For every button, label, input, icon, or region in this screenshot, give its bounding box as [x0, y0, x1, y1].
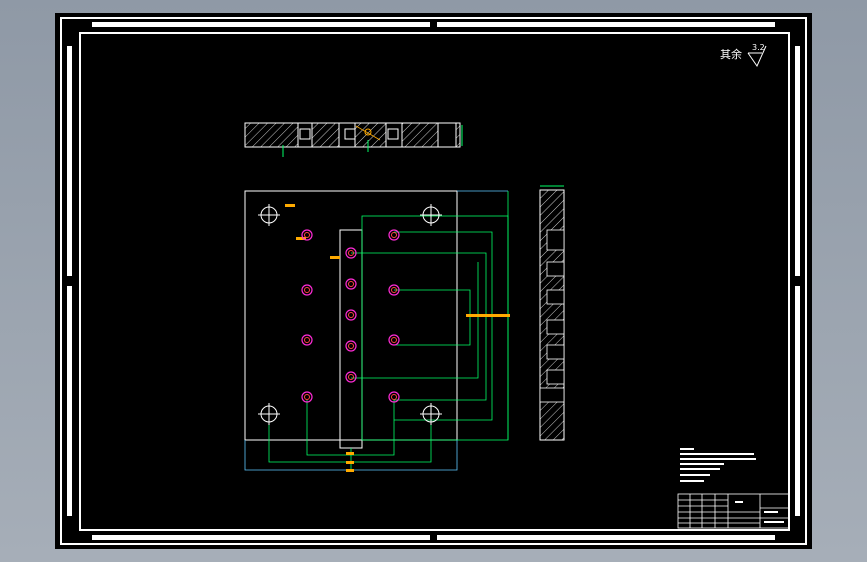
pin-hole-outer: [301, 229, 313, 241]
pin-hole-inner: [391, 232, 397, 238]
pin-hole-inner: [304, 287, 310, 293]
pin-hole-inner: [348, 250, 354, 256]
pin-hole-inner: [348, 343, 354, 349]
pin-hole-outer: [388, 284, 400, 296]
pin-hole-inner: [348, 312, 354, 318]
surface-roughness-icon: [747, 45, 767, 68]
pin-hole-inner: [304, 232, 310, 238]
dowel-pin-icon: [301, 229, 400, 403]
sheet-border: [60, 17, 807, 545]
roughness-value: 3.2: [752, 43, 765, 52]
pin-hole-outer: [345, 247, 357, 259]
pin-hole-outer: [345, 278, 357, 290]
pin-hole-outer: [345, 309, 357, 321]
roughness-note: 其余 3.2: [720, 43, 767, 68]
pin-hole-outer: [388, 391, 400, 403]
pin-hole-outer: [388, 334, 400, 346]
pin-hole-inner: [348, 281, 354, 287]
pin-hole-outer: [345, 340, 357, 352]
pin-hole-outer: [388, 229, 400, 241]
pin-hole-outer: [345, 371, 357, 383]
pin-hole-inner: [348, 374, 354, 380]
pin-hole-outer: [301, 334, 313, 346]
roughness-prefix: 其余: [720, 47, 742, 61]
pin-hole-inner: [304, 337, 310, 343]
plan-view[interactable]: [244, 190, 510, 472]
top-section-view[interactable]: [244, 122, 463, 157]
technical-notes: [680, 448, 756, 482]
title-block: [677, 493, 790, 529]
pin-hole-inner: [391, 287, 397, 293]
pin-hole-inner: [391, 394, 397, 400]
pin-hole-outer: [301, 284, 313, 296]
pin-hole-inner: [391, 337, 397, 343]
pin-hole-outer: [301, 391, 313, 403]
side-section-view[interactable]: [539, 185, 565, 441]
counterbore-hole-icon: [258, 204, 442, 425]
pin-hole-inner: [304, 394, 310, 400]
